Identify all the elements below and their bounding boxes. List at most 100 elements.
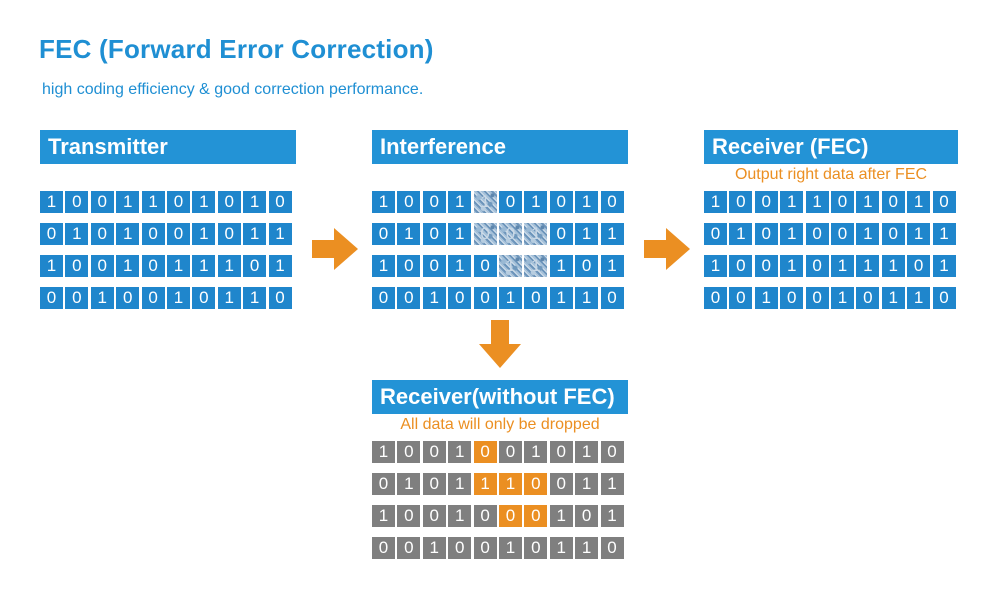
noise-bit-cell: 1 bbox=[498, 255, 522, 277]
bit-cell: 1 bbox=[856, 223, 880, 245]
bit-cell: 1 bbox=[141, 191, 165, 213]
bit-cell: 0 bbox=[600, 287, 624, 309]
bit-cell: 0 bbox=[372, 473, 395, 495]
bit-cell: 0 bbox=[729, 287, 753, 309]
bit-cell: 1 bbox=[397, 223, 421, 245]
bit-cell: 1 bbox=[372, 191, 395, 213]
bit-cell: 1 bbox=[600, 473, 624, 495]
bit-cell: 1 bbox=[217, 287, 241, 309]
bit-cell: 0 bbox=[141, 287, 165, 309]
bit-cell: 1 bbox=[243, 287, 267, 309]
bit-cell: 0 bbox=[65, 191, 89, 213]
bit-cell: 1 bbox=[856, 191, 880, 213]
receiver-fec-note: Output right data after FEC bbox=[734, 166, 928, 183]
bit-cell: 0 bbox=[549, 191, 573, 213]
bit-cell: 0 bbox=[754, 255, 778, 277]
bit-cell: 1 bbox=[549, 255, 573, 277]
bit-cell: 0 bbox=[754, 191, 778, 213]
bit-cell: 1 bbox=[498, 287, 522, 309]
bit-cell: 1 bbox=[65, 223, 89, 245]
bit-cell: 1 bbox=[372, 441, 395, 463]
arrow-down-icon bbox=[479, 320, 521, 368]
bit-cell: 1 bbox=[448, 223, 472, 245]
bit-cell: 0 bbox=[856, 287, 880, 309]
bit-cell: 1 bbox=[243, 223, 267, 245]
bit-cell: 0 bbox=[397, 287, 421, 309]
page-subtitle: high coding efficiency & good correction… bbox=[42, 81, 424, 98]
bit-cell: 1 bbox=[268, 223, 292, 245]
arrow-right-icon bbox=[312, 228, 358, 270]
bit-cell: 0 bbox=[881, 223, 905, 245]
bit-cell: 0 bbox=[65, 287, 89, 309]
bit-cell: 1 bbox=[600, 223, 624, 245]
bit-cell: 1 bbox=[217, 255, 241, 277]
bit-cell: 1 bbox=[932, 223, 956, 245]
receiver-no-fec-header: Receiver(without FEC) bbox=[372, 380, 628, 414]
bit-cell: 1 bbox=[192, 191, 216, 213]
bit-cell: 0 bbox=[422, 223, 446, 245]
noise-bit-cell: 1 bbox=[524, 223, 548, 245]
bit-cell: 0 bbox=[754, 223, 778, 245]
bit-cell: 1 bbox=[372, 505, 395, 527]
bit-cell: 0 bbox=[473, 287, 497, 309]
bit-cell: 0 bbox=[372, 287, 395, 309]
receiver-no-fec-note: All data will only be dropped bbox=[400, 416, 600, 433]
bit-cell: 0 bbox=[372, 223, 395, 245]
bit-cell: 0 bbox=[448, 287, 472, 309]
bit-cell: 0 bbox=[805, 255, 829, 277]
bit-cell: 1 bbox=[575, 223, 599, 245]
bit-cell: 0 bbox=[397, 441, 421, 463]
bit-cell: 0 bbox=[549, 473, 573, 495]
bit-cell: 0 bbox=[600, 191, 624, 213]
bit-cell: 1 bbox=[575, 287, 599, 309]
bit-cell: 1 bbox=[448, 473, 472, 495]
bit-cell: 0 bbox=[780, 287, 804, 309]
noise-bit-cell: 1 bbox=[524, 255, 548, 277]
bit-cell: 1 bbox=[704, 255, 727, 277]
bit-cell: 1 bbox=[729, 223, 753, 245]
bit-cell: 0 bbox=[805, 287, 829, 309]
bit-cell: 1 bbox=[907, 223, 931, 245]
error-bit-cell: 1 bbox=[498, 473, 522, 495]
bit-cell: 1 bbox=[549, 537, 573, 559]
bit-cell: 0 bbox=[830, 223, 854, 245]
bit-cell: 0 bbox=[549, 441, 573, 463]
bit-cell: 0 bbox=[397, 505, 421, 527]
bit-cell: 1 bbox=[166, 287, 190, 309]
bit-cell: 0 bbox=[422, 505, 446, 527]
bit-cell: 1 bbox=[116, 223, 140, 245]
bit-cell: 0 bbox=[40, 223, 63, 245]
bit-cell: 1 bbox=[166, 255, 190, 277]
bit-cell: 1 bbox=[448, 441, 472, 463]
bit-cell: 1 bbox=[397, 473, 421, 495]
bit-cell: 0 bbox=[397, 537, 421, 559]
bit-cell: 1 bbox=[372, 255, 395, 277]
page-title: FEC (Forward Error Correction) bbox=[39, 34, 434, 64]
bit-cell: 0 bbox=[192, 287, 216, 309]
bit-cell: 1 bbox=[422, 287, 446, 309]
error-bit-cell: 0 bbox=[524, 473, 548, 495]
bit-cell: 0 bbox=[372, 537, 395, 559]
bit-cell: 0 bbox=[217, 223, 241, 245]
bit-cell: 1 bbox=[830, 255, 854, 277]
bit-cell: 1 bbox=[498, 537, 522, 559]
bit-cell: 1 bbox=[575, 441, 599, 463]
bit-cell: 1 bbox=[116, 191, 140, 213]
bit-cell: 0 bbox=[498, 441, 522, 463]
bit-cell: 0 bbox=[473, 537, 497, 559]
bit-cell: 1 bbox=[575, 191, 599, 213]
bit-cell: 1 bbox=[600, 255, 624, 277]
bit-cell: 0 bbox=[422, 191, 446, 213]
receiver-fec-header: Receiver (FEC) bbox=[704, 130, 958, 164]
